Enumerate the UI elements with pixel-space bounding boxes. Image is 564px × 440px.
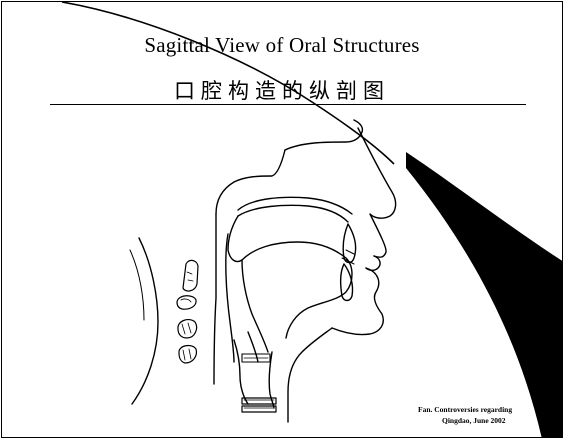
tongue [242,242,352,338]
vertebrae [177,260,198,363]
larynx-left [234,340,248,404]
vertebra-1 [183,260,198,291]
title-divider [50,104,526,105]
vertebra-2 [177,296,196,309]
credit-line-2: Qingdao, June 2002 [382,415,562,426]
neck-back-line [214,214,216,384]
scan-artifact-wedge [406,152,563,438]
palate-lower [238,205,348,222]
soft-palate [228,216,242,262]
jaw-throat [288,328,332,422]
spine-curve-inner [130,250,144,320]
nose-profile [358,128,396,257]
credit-block: Fan. Controversies regarding Qingdao, Ju… [382,404,562,426]
pharynx-wall [226,234,234,362]
epiglottis [248,332,258,362]
vertebra-3 [178,320,197,338]
vertebra-4 [179,346,196,363]
credit-line-1: Fan. Controversies regarding [382,404,562,415]
spine-curve [132,238,158,404]
title-chinese: 口腔构造的纵剖图 [2,75,562,105]
posterior-skull [216,150,285,214]
tongue-base [242,260,268,352]
title-english: Sagittal View of Oral Structures [2,33,562,58]
lower-lip-chin [332,268,383,335]
trachea [242,398,276,412]
nasal-cavity-upper [285,120,362,150]
